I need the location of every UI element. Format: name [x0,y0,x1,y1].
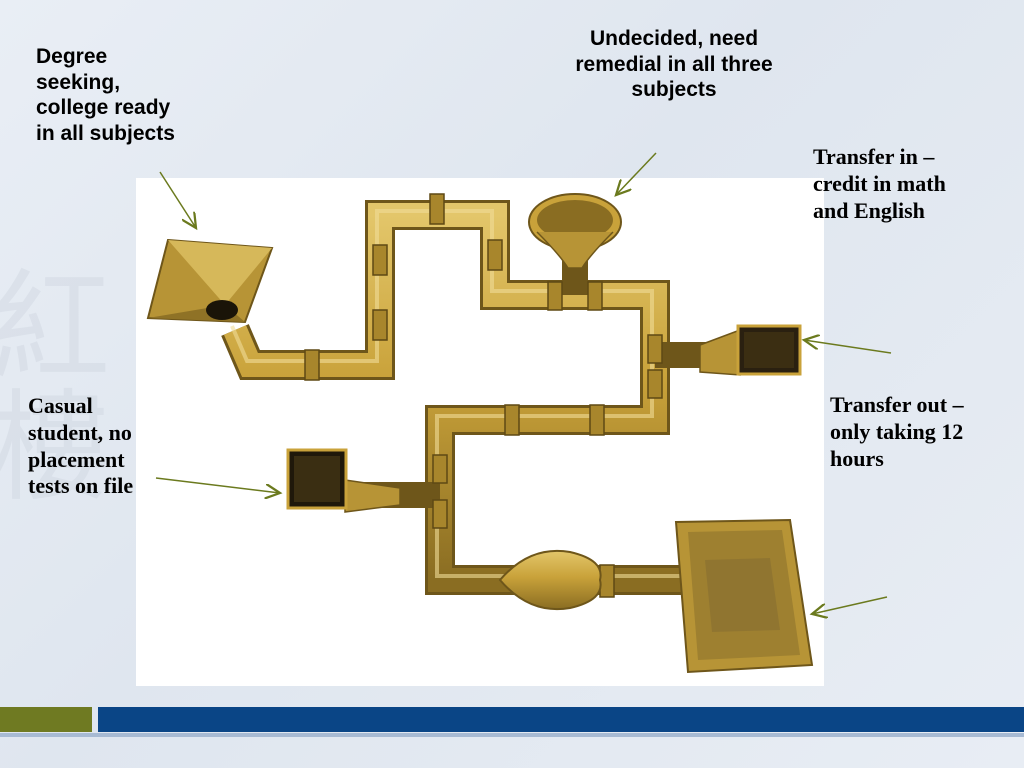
arrow-undecided [616,152,657,195]
label-transfer-in: Transfer in – credit in math and English [813,144,946,223]
arrow-degree-seeking [159,171,196,228]
pipe-bulb [498,549,602,611]
casual-inlet [286,448,401,513]
annotation-arrows [155,152,892,614]
arrow-transfer-out [812,596,888,614]
arrow-casual [155,477,280,493]
pipe-joints [304,193,663,598]
label-casual: Casual student, no placement tests on fi… [28,393,134,499]
transfer-in-inlet [699,324,802,376]
footer-bar [98,707,1024,732]
undecided-funnel [528,193,622,269]
label-undecided: Undecided, need remedial in all three su… [575,27,773,102]
footer-accent-bar [0,707,92,732]
label-degree-seeking: Degree seeking, college ready in all sub… [36,45,175,145]
footer-rule [0,733,1024,737]
output-tray [674,518,814,674]
pipe-network [221,200,740,595]
arrow-transfer-in [804,340,892,354]
degree-seeking-funnel [146,238,274,324]
label-transfer-out: Transfer out – only taking 12 hours [830,392,964,471]
